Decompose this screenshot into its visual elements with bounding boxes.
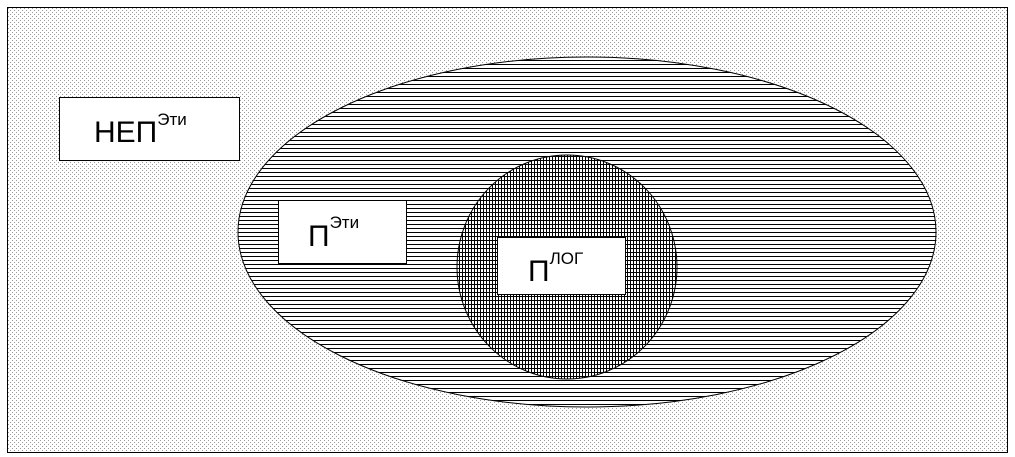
outer-set-label-base: НЕП <box>94 116 157 149</box>
ellipse-set-label-base: П <box>308 220 330 253</box>
circle-set-label-base: П <box>528 255 550 288</box>
ellipse-set-label: ПЭти <box>278 200 407 264</box>
outer-set-label: НЕПЭти <box>59 97 240 161</box>
outer-set-label-sup: Эти <box>157 110 187 129</box>
circle-set-label: ПЛОГ <box>497 237 626 295</box>
circle-set-label-sup: ЛОГ <box>550 249 584 268</box>
svg-text:ПЛОГ: ПЛОГ <box>528 249 583 288</box>
svg-text:ПЭти: ПЭти <box>308 213 359 253</box>
svg-text:НЕПЭти: НЕПЭти <box>94 110 187 149</box>
ellipse-set-label-sup: Эти <box>330 213 360 232</box>
